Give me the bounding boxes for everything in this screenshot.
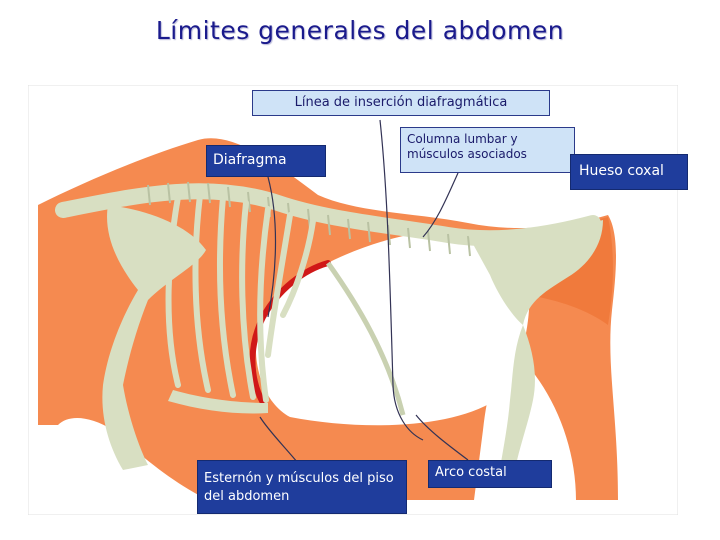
sternum <box>168 390 268 414</box>
ribs <box>165 192 316 403</box>
label-esternon: Esternón y músculos del piso del abdomen <box>197 460 407 514</box>
label-diafragma: Diafragma <box>206 145 326 177</box>
hindlimb <box>498 325 535 480</box>
label-insercion: Línea de inserción diafragmática <box>252 90 550 116</box>
label-coxal: Hueso coxal <box>570 154 688 190</box>
leader-insercion <box>379 119 424 441</box>
leader-esternon <box>259 416 299 464</box>
abdominal-cavity <box>255 231 530 426</box>
forelimb <box>102 205 206 470</box>
leader-diafragma <box>267 176 277 318</box>
label-columna: Columna lumbar y músculos asociados <box>400 127 575 173</box>
pelvis <box>468 220 603 325</box>
slide-title: Límites generales del abdomen <box>155 16 565 45</box>
costal-arch <box>325 261 406 416</box>
anatomy-figure <box>28 85 678 515</box>
label-arco: Arco costal <box>428 460 552 488</box>
leader-lines <box>259 119 469 464</box>
leader-arco <box>415 414 469 461</box>
anatomy-illustration <box>28 85 678 515</box>
leader-columna <box>422 172 459 238</box>
